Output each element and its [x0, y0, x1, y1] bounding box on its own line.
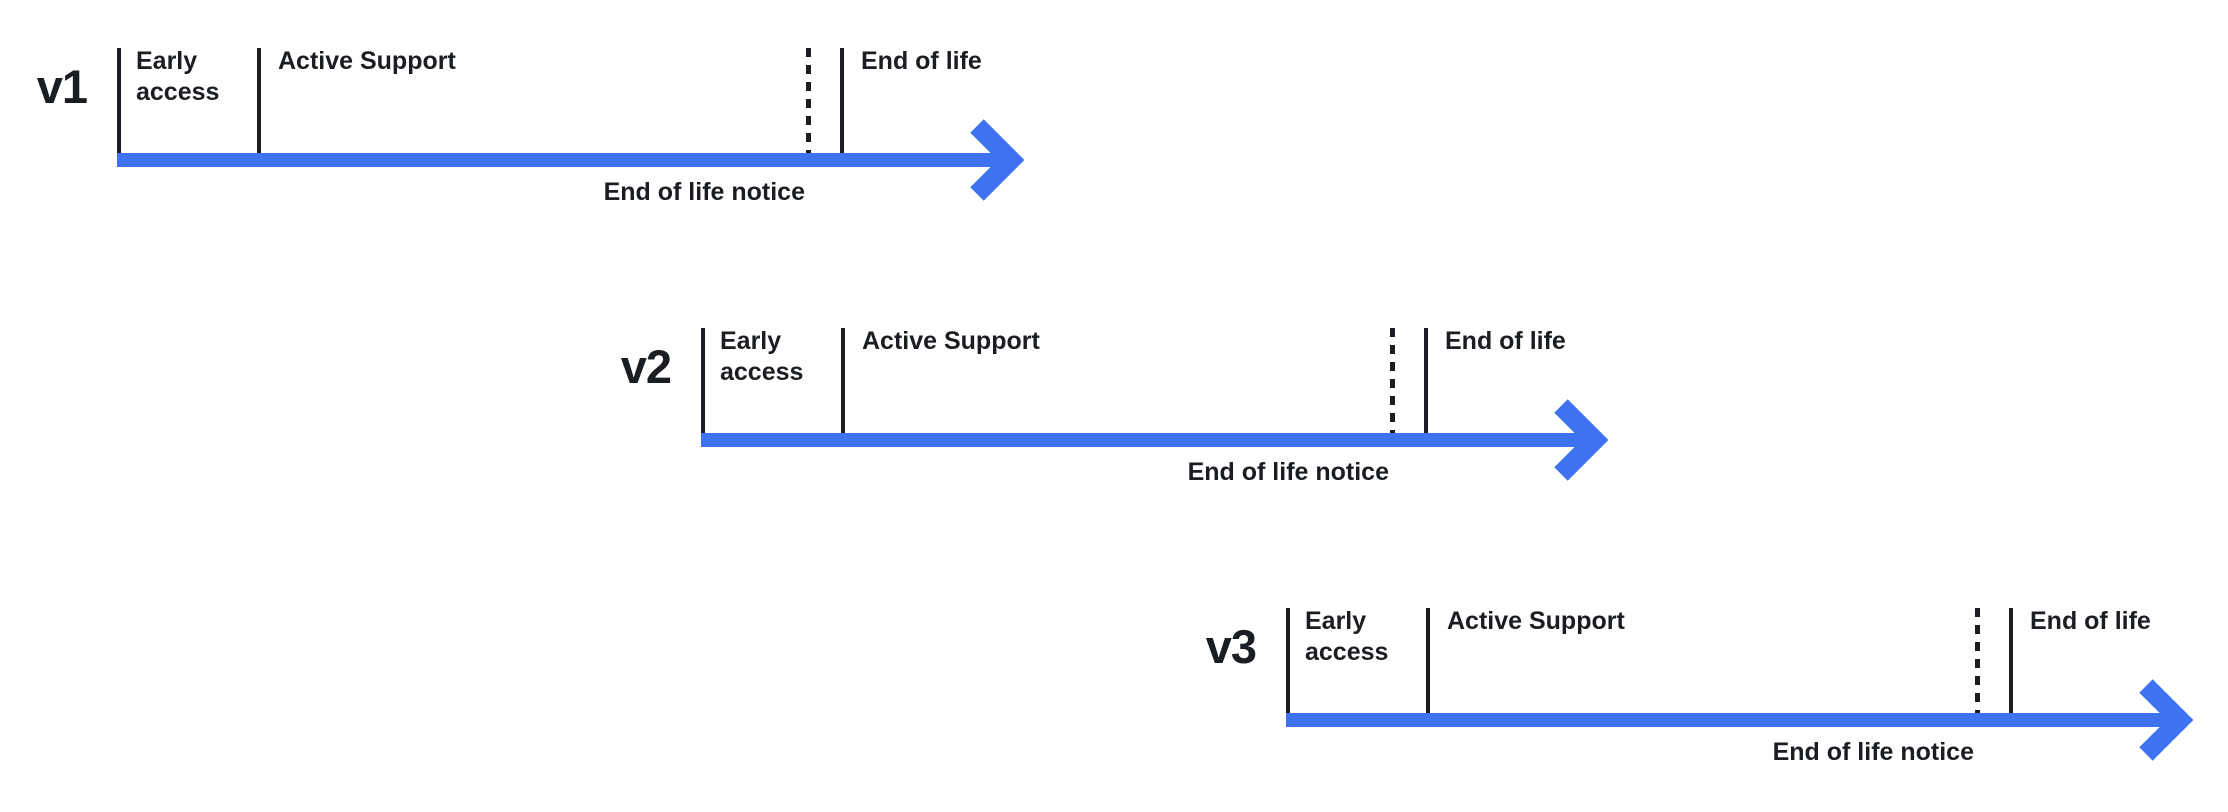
version-label: v2 — [620, 340, 672, 393]
active-support-start-tick — [257, 48, 261, 153]
timeline-row-v1: v1 Early access Active Support End of li… — [37, 47, 1047, 223]
end-of-life-notice-label: End of life notice — [1187, 458, 1389, 486]
end-of-life-tick — [2009, 608, 2013, 713]
end-of-life-notice-label: End of life notice — [1772, 738, 1974, 766]
timeline-row-v2: v2 Early access Active Support End of li… — [621, 327, 1631, 503]
active-support-label: Active Support — [1447, 607, 1625, 635]
timeline-arrow — [117, 119, 1025, 201]
eol-notice-dashed-tick — [806, 48, 811, 153]
end-of-life-tick — [840, 48, 844, 153]
end-of-life-label: End of life — [2030, 607, 2151, 635]
early-access-start-tick — [117, 48, 121, 153]
end-of-life-notice-label: End of life notice — [603, 178, 805, 206]
end-of-life-label: End of life — [861, 47, 982, 75]
active-support-start-tick — [841, 328, 845, 433]
early-access-label: Early access — [720, 327, 804, 386]
active-support-label: Active Support — [278, 47, 456, 75]
early-access-start-tick — [1286, 608, 1290, 713]
eol-notice-dashed-tick — [1390, 328, 1395, 433]
timeline-row-v3: v3 Early access Active Support End of li… — [1206, 607, 2216, 783]
timeline-arrow — [701, 399, 1609, 481]
early-access-label: Early access — [1305, 607, 1389, 666]
active-support-start-tick — [1426, 608, 1430, 713]
active-support-label: Active Support — [862, 327, 1040, 355]
version-label: v3 — [1205, 620, 1257, 673]
version-label: v1 — [36, 60, 88, 113]
end-of-life-tick — [1424, 328, 1428, 433]
end-of-life-label: End of life — [1445, 327, 1566, 355]
timeline-arrow — [1286, 679, 2194, 761]
eol-notice-dashed-tick — [1975, 608, 1980, 713]
early-access-start-tick — [701, 328, 705, 433]
early-access-label: Early access — [136, 47, 220, 106]
